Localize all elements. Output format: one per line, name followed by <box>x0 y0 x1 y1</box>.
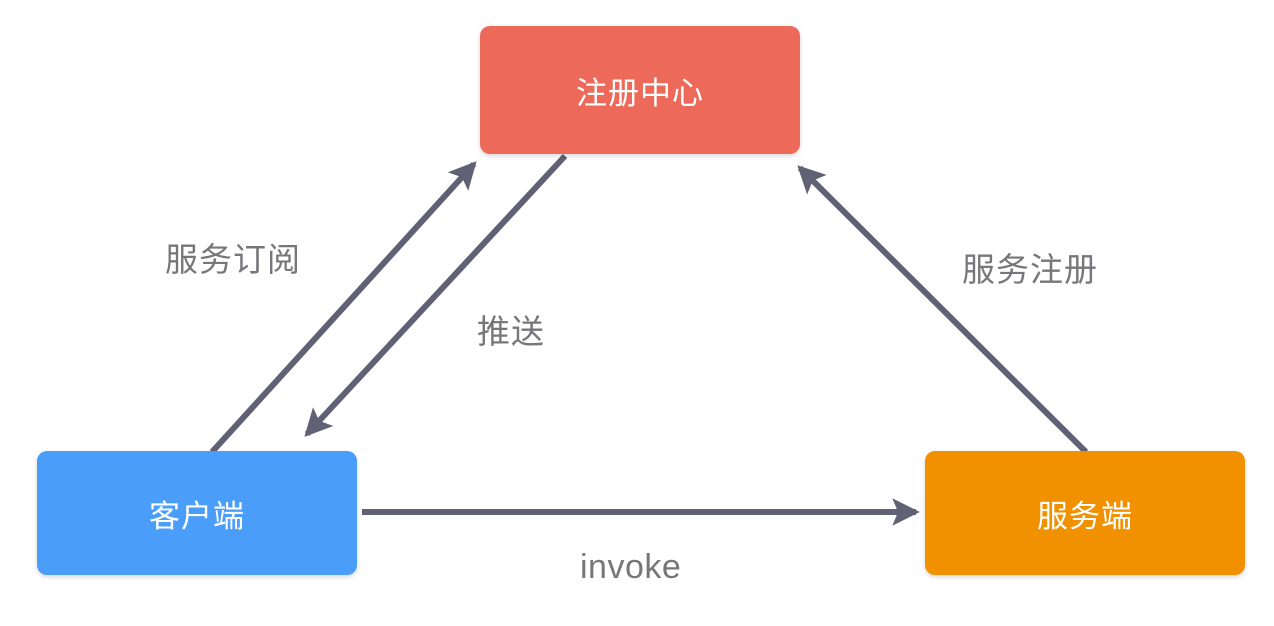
node-registry-center-label: 注册中心 <box>576 75 704 111</box>
edge-label-invoke: invoke <box>580 548 682 586</box>
edge-label-service-register: 服务注册 <box>962 251 1098 288</box>
node-client[interactable]: 客户端 <box>37 451 357 575</box>
edge-arrow-subscribe <box>209 161 477 455</box>
node-server[interactable]: 服务端 <box>925 451 1245 575</box>
node-registry-center[interactable]: 注册中心 <box>480 26 800 154</box>
edge-label-push: 推送 <box>477 313 545 350</box>
node-server-label: 服务端 <box>1037 498 1133 534</box>
edge-arrow-push <box>304 153 568 437</box>
edge-arrow-register <box>797 165 1089 455</box>
node-client-label: 客户端 <box>149 498 245 534</box>
edge-label-service-subscribe: 服务订阅 <box>165 241 301 278</box>
